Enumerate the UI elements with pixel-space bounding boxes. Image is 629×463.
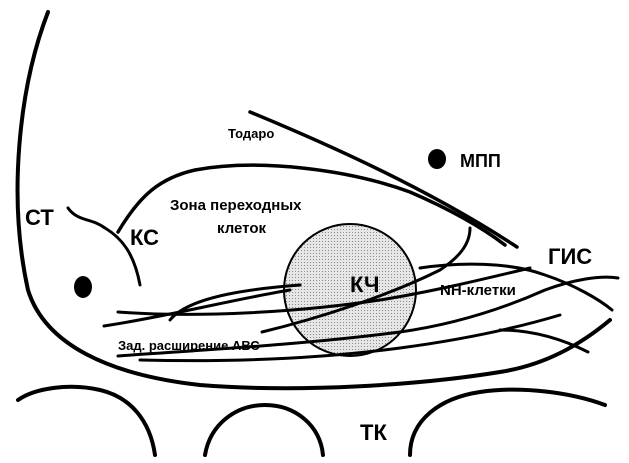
label-mpp: МПП (460, 151, 501, 171)
membranous-septum-dot (428, 149, 446, 169)
tricuspid-leaflet-right (410, 390, 605, 455)
fiber-line-8 (500, 330, 588, 352)
label-st: СТ (25, 205, 54, 230)
label-nh-cells: NH-клетки (440, 282, 516, 299)
label-transitional-zone-line2: клеток (217, 220, 266, 237)
label-ks: КС (130, 225, 159, 250)
tricuspid-leaflet-left (18, 387, 155, 455)
coronary-sinus-ostium-dot (74, 276, 92, 298)
label-tk: ТК (360, 420, 387, 445)
label-avc-extension: Зад. расширение АВС (118, 338, 260, 353)
tricuspid-leaflet-middle (205, 405, 323, 455)
label-todaro: Тодаро (228, 126, 274, 141)
label-gis: ГИС (548, 244, 592, 269)
label-kch: КЧ (350, 272, 379, 297)
label-transitional-zone-line1: Зона переходных (170, 197, 302, 214)
fiber-line-2 (104, 290, 290, 326)
